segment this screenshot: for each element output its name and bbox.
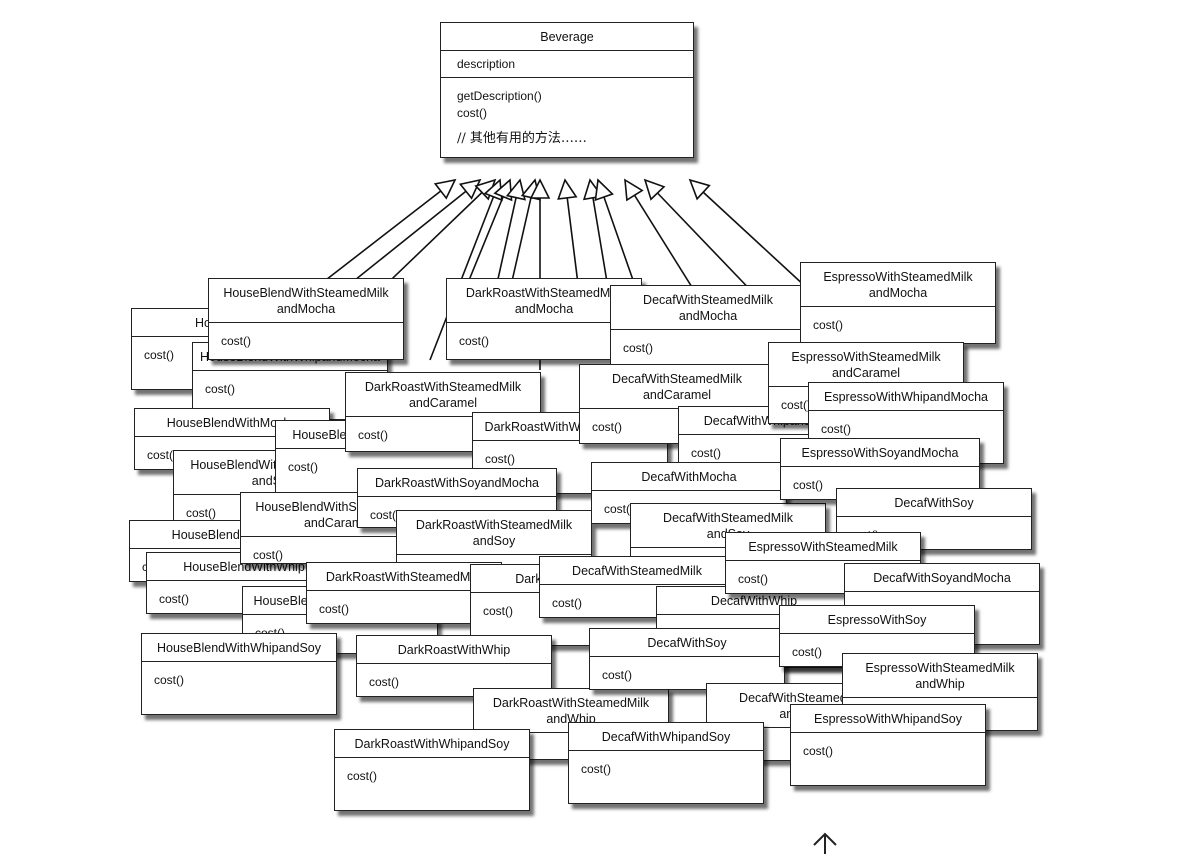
class-name: EspressoWithWhipandSoy [791, 705, 985, 733]
class-method-cost: cost() [144, 348, 174, 362]
class-name: DarkRoastWithWhipandSoy [335, 730, 529, 758]
class-method-cost: cost() [738, 572, 768, 586]
attribute-description: description [457, 57, 516, 71]
class-name: EspressoWithSoyandMocha [781, 439, 979, 467]
class-method-cost: cost() [781, 398, 811, 412]
inheritance-arrowhead [557, 178, 578, 200]
class-method-cost: cost() [793, 478, 823, 492]
inheritance-line [429, 179, 501, 361]
class-method-cost: cost() [370, 508, 400, 522]
class-name: HouseBlendWithSteamedMilk andMocha [209, 279, 403, 323]
beverage-methods: getDescription() cost() // 其他有用的方法…… [441, 78, 693, 153]
inheritance-arrowhead [529, 178, 551, 199]
class-method-cost: cost() [369, 675, 399, 689]
class-name: DecafWithSteamedMilk [540, 557, 734, 585]
inheritance-arrowhead [688, 178, 711, 201]
class-box-dark-roast-with-whip: DarkRoastWithWhip cost() [356, 635, 552, 697]
class-method-cost: cost() [581, 762, 611, 776]
class-name: HouseBlendWithWhipandSoy [142, 634, 336, 662]
class-name: EspressoWithSteamedMilk [726, 533, 920, 561]
beverage-class-name: Beverage [441, 23, 693, 51]
class-name: DarkRoastWithSteamedMilk andCaramel [346, 373, 540, 417]
class-method-cost: cost() [358, 428, 388, 442]
class-method-cost: cost() [602, 668, 632, 682]
class-method-cost: cost() [186, 506, 216, 520]
inheritance-line [464, 179, 511, 291]
class-box-dark-roast-with-whipand-soy: DarkRoastWithWhipandSoy cost() [334, 729, 530, 811]
class-name: HouseBlendWithMocha [135, 409, 329, 437]
class-method-cost: cost() [485, 452, 515, 466]
class-name: DarkRoastWithSteamedMilk [307, 563, 501, 591]
class-method-cost: cost() [691, 446, 721, 460]
class-method-cost: cost() [459, 334, 489, 348]
class-name: DecafWithMocha [592, 463, 786, 491]
class-method-cost: cost() [221, 334, 251, 348]
class-method-cost: cost() [253, 548, 283, 562]
class-method-cost: cost() [205, 382, 235, 396]
class-box-house-blend-with-steamed-milkand-mocha: HouseBlendWithSteamedMilk andMocha cost() [208, 278, 404, 360]
up-arrow-icon [813, 832, 837, 854]
inheritance-arrowhead [594, 178, 614, 202]
method-get-description: getDescription() [457, 89, 542, 103]
class-method-cost: cost() [483, 604, 513, 618]
class-box-dark-roast-with-steamed-milkand-mocha: DarkRoastWithSteamedMilk andMocha cost() [446, 278, 642, 360]
class-name: DecafWithWhip [657, 587, 851, 615]
class-name: DarkRoastWithSoyandMocha [358, 469, 556, 497]
inheritance-line [689, 179, 821, 301]
class-box-house-blend-with-whipand-soy: HouseBlendWithWhipandSoy cost() [141, 633, 337, 715]
class-name: DecafWithWhipandSoy [569, 723, 763, 751]
class-method-cost: cost() [552, 596, 582, 610]
other-methods-comment: // 其他有用的方法…… [457, 131, 587, 146]
class-box-espresso-with-whipand-soy: EspressoWithWhipandSoy cost() [790, 704, 986, 786]
class-name: DecafWithSteamedMilk andCaramel [580, 365, 774, 409]
class-box-dark-roast-with-steamed-milk: DarkRoastWithSteamedMilk cost() [306, 562, 502, 624]
class-name: DecafWithSoy [590, 629, 784, 657]
class-box-espresso-with-steamed-milkand-mocha: EspressoWithSteamedMilk andMocha cost() [800, 262, 996, 344]
class-method-cost: cost() [347, 769, 377, 783]
class-name: DarkRoastWithWhip [357, 636, 551, 664]
inheritance-line [624, 179, 701, 301]
inheritance-arrowhead [505, 178, 526, 201]
class-name: EspressoWithSteamedMilk andWhip [843, 654, 1037, 698]
class-name: DecafWithSteamedMilk andMocha [611, 286, 805, 330]
class-method-cost: cost() [813, 318, 843, 332]
class-name: EspressoWithSteamedMilk andCaramel [769, 343, 963, 387]
class-method-cost: cost() [792, 645, 822, 659]
inheritance-line [644, 179, 761, 301]
class-name: DecafWithSoyandMocha [845, 564, 1039, 592]
class-name: EspressoWithWhipandMocha [809, 383, 1003, 411]
class-box-decaf-with-whipand-soy: DecafWithWhipandSoy cost() [568, 722, 764, 804]
class-method-cost: cost() [154, 673, 184, 687]
class-method-cost: cost() [592, 420, 622, 434]
inheritance-arrowhead [624, 178, 644, 202]
class-box-espresso-with-soyand-mocha: EspressoWithSoyandMocha cost() [780, 438, 980, 500]
class-method-cost: cost() [803, 744, 833, 758]
class-method-cost: cost() [604, 502, 634, 516]
class-name: EspressoWithSoy [780, 606, 974, 634]
method-cost: cost() [457, 106, 487, 120]
inheritance-arrowhead [458, 178, 482, 200]
class-method-cost: cost() [623, 341, 653, 355]
beverage-attributes: description [441, 51, 693, 78]
class-method-cost: cost() [147, 448, 177, 462]
class-name: DecafWithSoy [837, 489, 1031, 517]
inheritance-arrowhead [643, 178, 666, 201]
inheritance-arrowhead [433, 178, 457, 200]
class-method-cost: cost() [288, 460, 318, 474]
class-method-cost: cost() [319, 602, 349, 616]
class-name: DarkRoastWithSteamedMilk andSoy [397, 511, 591, 555]
class-box-decaf-with-soy: DecafWithSoy cost() [589, 628, 785, 690]
class-method-cost: cost() [159, 592, 189, 606]
beverage-class-box: Beverage description getDescription() co… [440, 22, 694, 158]
class-method-cost: cost() [821, 422, 851, 436]
class-name: EspressoWithSteamedMilk andMocha [801, 263, 995, 307]
class-name: DarkRoastWithSteamedMilk andMocha [447, 279, 641, 323]
